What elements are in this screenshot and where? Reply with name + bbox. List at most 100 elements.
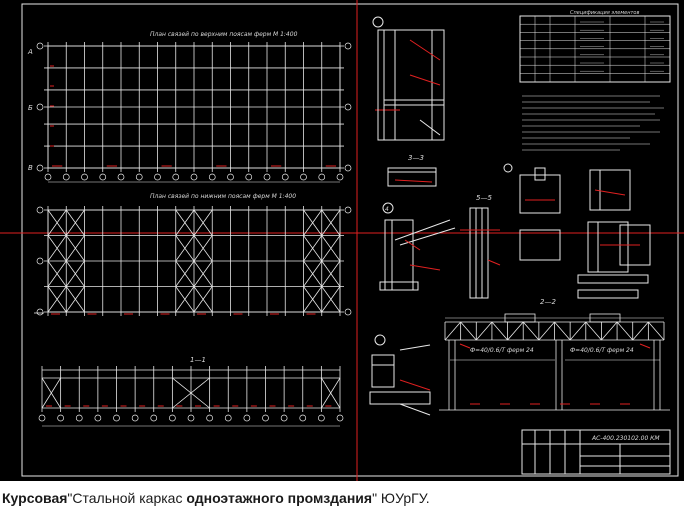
section-1-1-label: 1—1: [190, 356, 206, 364]
drawing-line: [444, 321, 461, 341]
drawing-line: [47, 209, 67, 236]
axis-bubble: [187, 414, 195, 422]
axis-bubble: [117, 173, 125, 181]
drawing-viewport: План связей по верхним поясам ферм М 1:4…: [0, 0, 684, 481]
drawing-rect: [589, 313, 621, 323]
drawing-line: [41, 377, 61, 409]
caption-text-1: "Стальной каркас: [67, 490, 187, 506]
axis-bubble: [36, 257, 44, 265]
truss-label-left: Ф=40/0.6/Т ферм 24: [470, 347, 534, 354]
axis-bubble: [336, 414, 344, 422]
axis-bubble: [113, 414, 120, 422]
axis-bubble: [206, 414, 213, 422]
drawing-line: [175, 235, 195, 262]
drawing-line: [616, 321, 634, 341]
drawing-line: [193, 286, 213, 313]
axis-bubble: [57, 414, 64, 422]
drawing-line: [475, 321, 493, 341]
drawing-line: [648, 321, 665, 341]
drawing-line: [321, 209, 341, 236]
section-2-2-label: 2—2: [540, 298, 556, 306]
drawing-rect: [504, 313, 536, 323]
axis-bubble: [344, 164, 352, 172]
section-5-5-label: 5—5: [476, 194, 492, 202]
section-3-3-label: 3—3: [408, 154, 424, 162]
drawing-line: [65, 286, 85, 313]
axis-bubble: [154, 173, 161, 181]
drawing-line: [175, 286, 195, 313]
axis-bubble: [318, 414, 325, 422]
axis-bubble: [38, 414, 46, 422]
section-3-3: 3—3: [387, 154, 437, 187]
axis-bubble: [190, 173, 198, 181]
drawing-line: [321, 286, 341, 313]
drawing-line: [303, 286, 323, 313]
axis-bubble: [344, 308, 352, 316]
section-5-5: 5—5: [460, 194, 501, 299]
drawing-line: [321, 377, 341, 409]
drawing-line: [554, 321, 571, 341]
plan-top: План связей по верхним поясам ферм М 1:4…: [36, 31, 352, 183]
plan-bottom: План связей по нижним поясам ферм М 1:40…: [34, 193, 352, 316]
section-1-1: 1—1: [38, 356, 344, 427]
axis-bubble: [150, 414, 158, 422]
axis-label-a: А: [27, 48, 33, 56]
title-block: АС-400.230102.00 КМ: [521, 429, 671, 475]
drawing-line: [632, 321, 649, 341]
axis-bubble: [81, 173, 88, 181]
drawing-line: [193, 209, 213, 236]
drawing-line: [585, 321, 602, 341]
axis-bubble: [208, 173, 216, 181]
axis-bubble: [227, 173, 234, 181]
spec-table-title: Спецификация элементов: [570, 10, 639, 16]
drawing-line: [460, 321, 477, 341]
axis-bubble: [62, 173, 70, 181]
axis-bubble: [262, 414, 269, 422]
axis-bubble: [135, 173, 143, 181]
axis-bubble: [99, 173, 107, 181]
axis-bubble: [169, 414, 176, 422]
axis-bubble: [281, 173, 289, 181]
drawing-line: [65, 260, 85, 287]
drawing-line: [47, 235, 67, 262]
drawing-line: [507, 321, 524, 341]
axis-bubble: [36, 164, 44, 172]
axis-bubble: [172, 173, 180, 181]
axis-bubble: [245, 173, 253, 181]
caption-text-2: " ЮУрГУ.: [372, 490, 430, 506]
axis-bubble: [224, 414, 232, 422]
axis-bubble: [336, 173, 344, 181]
axis-bubble: [94, 414, 102, 422]
drawing-line: [175, 209, 195, 236]
drawing-line: [522, 321, 540, 341]
drawing-background: [0, 0, 684, 481]
sheet-frame: [21, 3, 679, 477]
drawing-line: [538, 321, 555, 341]
drawing-line: [601, 321, 618, 341]
axis-bubble: [280, 414, 288, 422]
column-detail: [372, 16, 445, 141]
drawing-line: [491, 321, 508, 341]
drawing-line: [303, 209, 323, 236]
cad-drawing: План связей по верхним поясам ферм М 1:4…: [0, 0, 684, 481]
detail-4: 4: [379, 202, 456, 291]
axis-bubble: [344, 206, 352, 214]
axis-bubble: [243, 414, 251, 422]
drawing-line: [193, 235, 213, 262]
drawing-line: [193, 260, 213, 287]
drawing-line: [459, 343, 471, 349]
axis-bubble: [299, 414, 307, 422]
page-caption: Курсовая"Стальной каркас одноэтажного пр…: [2, 486, 682, 510]
axis-bubble: [344, 42, 352, 50]
drawing-line: [639, 343, 651, 349]
drawing-line: [65, 209, 85, 236]
axis-bubble: [36, 206, 44, 214]
caption-bold-2: одноэтажного промздания: [186, 490, 373, 506]
node-details: [503, 163, 651, 299]
drawing-line: [47, 260, 67, 287]
axis-bubble: [344, 103, 352, 111]
stamp-frame: [521, 429, 671, 475]
drawing-line: [303, 235, 323, 262]
plan-top-title: План связей по верхним поясам ферм М 1:4…: [150, 31, 298, 38]
axis-bubble: [318, 173, 326, 181]
